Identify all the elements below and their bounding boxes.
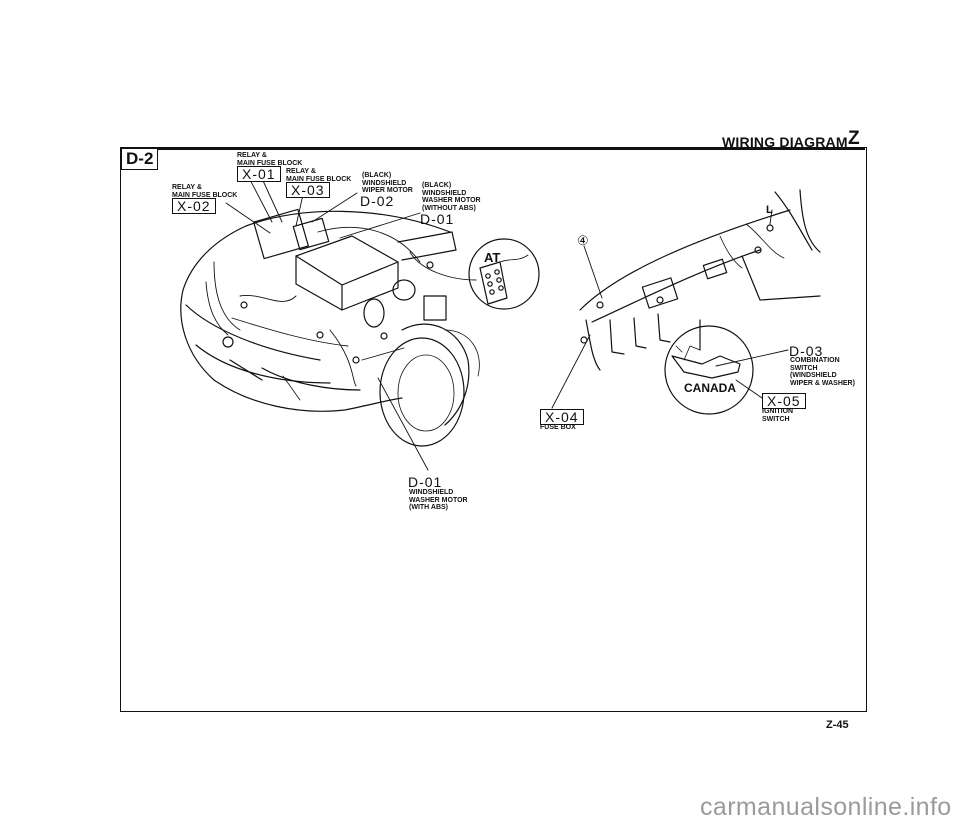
d01-abs-label: WINDSHIELD WASHER MOTOR (WITH ABS) — [409, 489, 468, 512]
header-section-letter: Z — [848, 128, 860, 149]
at-inset — [468, 238, 540, 310]
canada-inset-label: CANADA — [684, 381, 736, 395]
dash-leaders — [551, 209, 789, 409]
d01-noabs-code: D-01 — [420, 211, 455, 227]
diagram-frame — [120, 147, 867, 712]
x02-label: RELAY & MAIN FUSE BLOCK — [172, 184, 238, 199]
front-wheel — [379, 323, 480, 447]
car-body — [180, 210, 451, 412]
x03-code: X-03 — [286, 182, 330, 198]
ground-label: L — [766, 204, 773, 216]
page-number: Z-45 — [826, 719, 849, 731]
header-rule — [120, 148, 865, 150]
canada-inset — [664, 325, 754, 415]
x03-label: RELAY & MAIN FUSE BLOCK — [286, 168, 352, 183]
d01-noabs-label: (BLACK) WINDSHIELD WASHER MOTOR (WITHOUT… — [422, 182, 481, 212]
d02-label: (BLACK) WINDSHIELD WIPER MOTOR — [362, 172, 413, 195]
engine-leaders — [225, 171, 477, 471]
x04-label: FUSE BOX — [540, 424, 576, 431]
x01-label: RELAY & MAIN FUSE BLOCK — [237, 152, 303, 167]
d03-code: D-03 — [789, 343, 824, 359]
at-inset-label: AT — [484, 250, 501, 265]
dashboard — [579, 189, 821, 371]
header-title: WIRING DIAGRAM — [722, 134, 848, 150]
x04-code: X-04 — [540, 409, 584, 425]
d01-abs-code: D-01 — [408, 474, 443, 490]
x05-label: IGNITION SWITCH — [762, 408, 794, 423]
engine-bay — [205, 208, 457, 387]
d03-label: COMBINATION SWITCH (WINDSHIELD WIPER & W… — [790, 357, 855, 387]
x02-code: X-02 — [172, 198, 216, 214]
watermark-text: carmanualsonline.info — [700, 793, 952, 821]
x01-code: X-01 — [237, 166, 281, 182]
circled-marker: ④ — [577, 233, 589, 248]
d02-code: D-02 — [360, 193, 395, 209]
page-id-badge: D-2 — [121, 148, 159, 170]
x05-code: X-05 — [762, 393, 806, 409]
